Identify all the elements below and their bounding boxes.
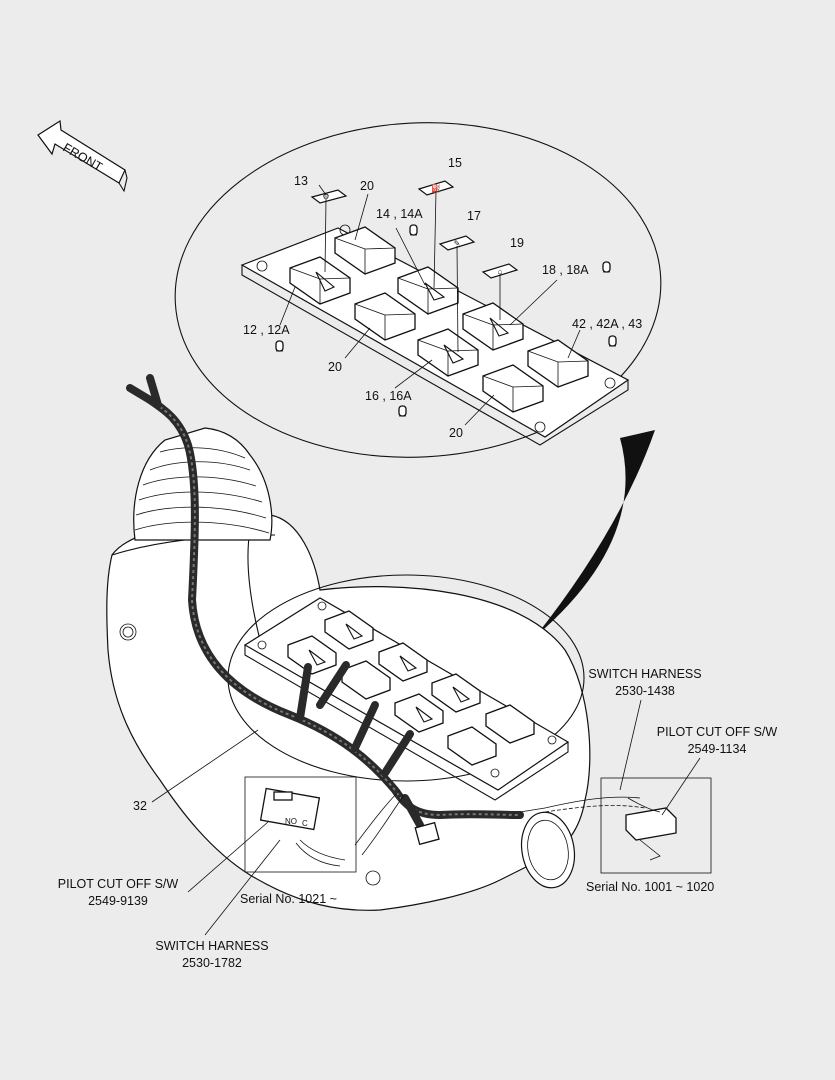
callout-20-bottom: 20 xyxy=(449,426,463,440)
icon-plate: ⛽ xyxy=(417,180,455,196)
switch-marking-no: NO xyxy=(285,817,297,826)
callout-42: 42 , 42A , 43 xyxy=(572,317,642,331)
bulb-icon xyxy=(275,340,284,352)
switch-harness-bottom-name: SWITCH HARNESS xyxy=(155,939,268,953)
callout-13: 13 xyxy=(294,174,308,188)
svg-text:⌂: ⌂ xyxy=(498,267,503,276)
pilot-cut-off-left-name: PILOT CUT OFF S/W xyxy=(58,877,179,891)
callout-14: 14 , 14A xyxy=(376,207,423,221)
callout-18: 18 , 18A xyxy=(542,263,589,277)
pilot-cut-off-left-number: 2549-9139 xyxy=(88,894,148,908)
panel-switch xyxy=(527,339,589,388)
callout-15: 15 xyxy=(448,156,462,170)
switch-panel-detail xyxy=(240,224,630,446)
panel-switch xyxy=(485,704,535,744)
switch-marking-c: C xyxy=(302,819,308,828)
panel-switch xyxy=(417,328,479,377)
callout-17: 17 xyxy=(467,209,481,223)
svg-text:⚙: ⚙ xyxy=(322,192,329,201)
panel-switch xyxy=(334,226,396,275)
front-arrow: FRONT xyxy=(37,119,128,193)
icon-plate: ⌂ xyxy=(481,263,519,279)
callout-32: 32 xyxy=(133,799,147,813)
inset-right xyxy=(600,777,712,874)
icon-plate: ✎ xyxy=(438,235,476,251)
bulb-icon xyxy=(398,405,407,417)
svg-text:✎: ✎ xyxy=(454,239,461,248)
callout-16: 16 , 16A xyxy=(365,389,412,403)
callout-20-left: 20 xyxy=(328,360,342,374)
panel-switch xyxy=(378,642,428,682)
bulb-icon xyxy=(602,261,611,273)
switch-harness-bottom-number: 2530-1782 xyxy=(182,956,242,970)
wiring-harness xyxy=(126,374,646,856)
panel-switch xyxy=(287,635,337,675)
switch-harness-right-number: 2530-1438 xyxy=(615,684,675,698)
detail-ellipse xyxy=(174,122,662,458)
joystick-boot xyxy=(133,427,273,541)
panel-switch xyxy=(462,302,524,351)
bulb-icon xyxy=(608,335,617,347)
leader-lines xyxy=(279,184,581,426)
panel-switch xyxy=(431,673,481,713)
panel-switch xyxy=(289,256,351,305)
icon-plate: ⚙ xyxy=(310,189,348,204)
detail-pointer xyxy=(535,430,655,637)
panel-switch xyxy=(394,693,444,733)
pilot-cut-off-right-name: PILOT CUT OFF S/W xyxy=(657,725,778,739)
panel-switch xyxy=(482,364,544,413)
panel-switch xyxy=(341,660,391,700)
callout-19: 19 xyxy=(510,236,524,250)
panel-switch xyxy=(447,726,497,766)
switch-harness-right-name: SWITCH HARNESS xyxy=(588,667,701,681)
callout-12: 12 , 12A xyxy=(243,323,290,337)
serial-right: Serial No. 1001 ~ 1020 xyxy=(586,880,714,894)
panel-switch xyxy=(324,610,374,650)
bulb-icon xyxy=(409,224,418,236)
svg-text:⛽: ⛽ xyxy=(431,183,441,193)
pilot-cut-off-right-number: 2549-1134 xyxy=(688,742,747,756)
serial-left: Serial No. 1021 ~ xyxy=(240,892,337,906)
switch-panel-console xyxy=(243,597,570,801)
inset-left: NO C xyxy=(244,776,357,873)
callout-20-top: 20 xyxy=(360,179,374,193)
panel-switch xyxy=(397,266,459,315)
